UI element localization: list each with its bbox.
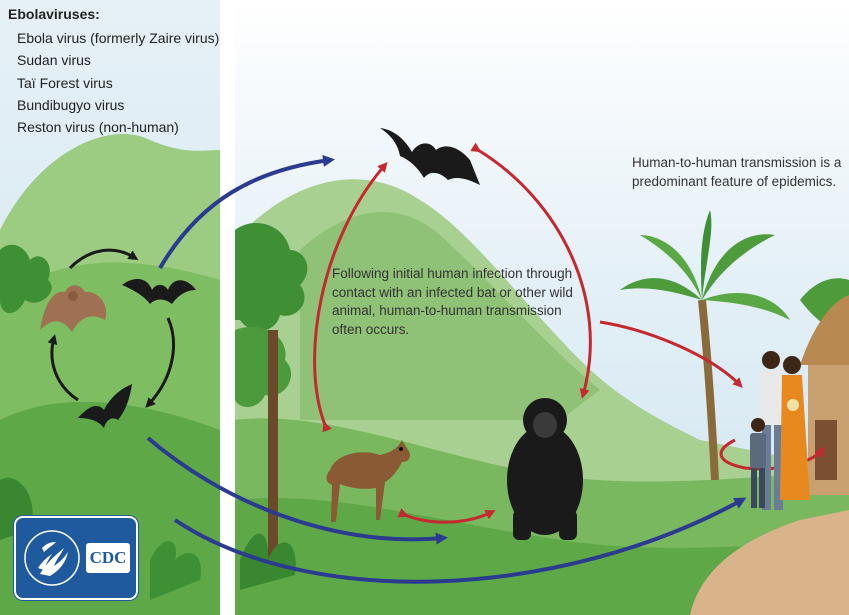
virus-list-item: Bundibugyo virus: [17, 97, 124, 113]
transmission-description: Following initial human infection throug…: [332, 265, 582, 339]
panel-divider: [220, 0, 235, 615]
virus-list-item: Taï Forest virus: [17, 75, 113, 91]
virus-list-item: Ebola virus (formerly Zaire virus): [17, 30, 219, 46]
human-to-human-note: Human-to-human transmission is a predomi…: [632, 154, 842, 191]
cdc-wordmark: CDC: [86, 543, 130, 573]
virus-list-item: Sudan virus: [17, 52, 91, 68]
cdc-logo: CDC: [14, 516, 138, 600]
virus-list-title: Ebolaviruses:: [8, 6, 100, 22]
virus-list-item: Reston virus (non-human): [17, 119, 179, 135]
